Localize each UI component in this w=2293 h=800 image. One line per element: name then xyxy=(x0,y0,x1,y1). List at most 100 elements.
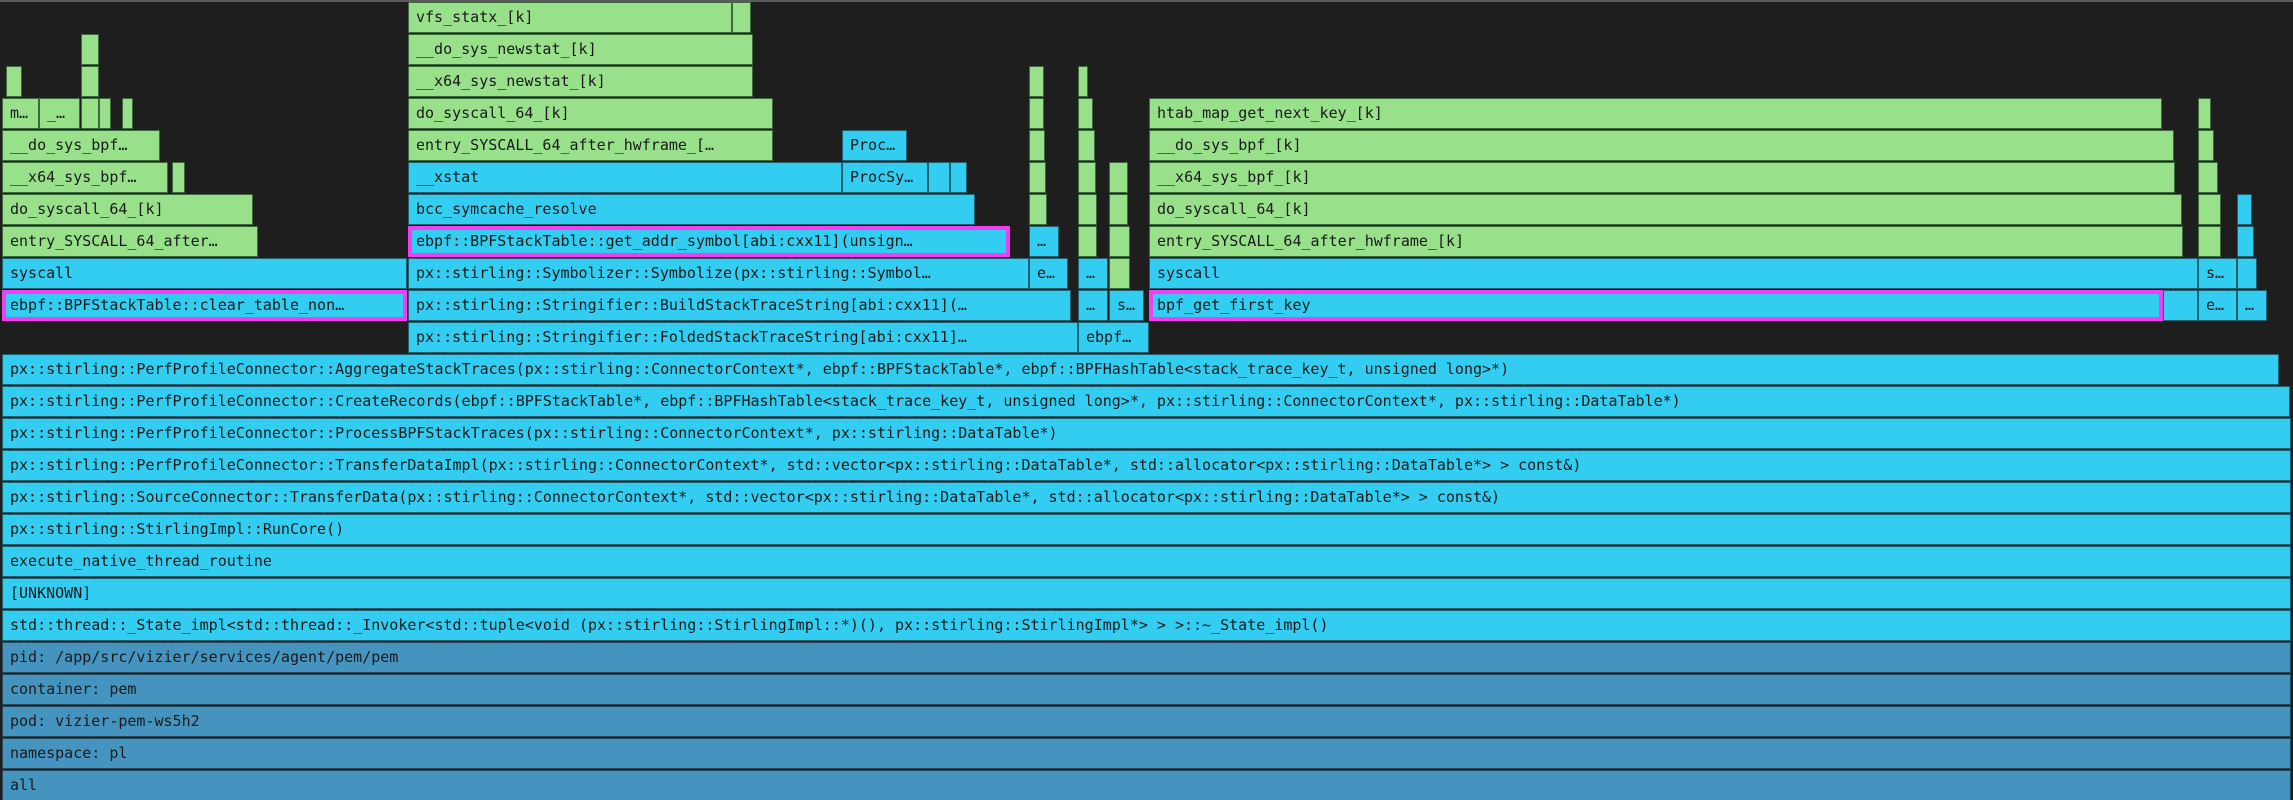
frame-label: px::stirling::Symbolizer::Symbolize(px::… xyxy=(416,264,931,282)
flame-frame[interactable] xyxy=(1029,130,1045,161)
flame-frame[interactable] xyxy=(2237,226,2254,257)
flame-frame[interactable]: … xyxy=(1078,290,1108,321)
flame-frame[interactable]: __xstat xyxy=(408,162,842,193)
flame-frame[interactable]: std::thread::_State_impl<std::thread::_I… xyxy=(2,610,2291,641)
flame-frame[interactable]: __do_sys_bpf… xyxy=(2,130,160,161)
flame-frame[interactable] xyxy=(1078,162,1096,193)
flame-frame[interactable] xyxy=(2198,162,2218,193)
flame-frame[interactable]: __do_sys_bpf_[k] xyxy=(1149,130,2174,161)
flame-frame[interactable]: px::stirling::PerfProfileConnector::Proc… xyxy=(2,418,2291,449)
flame-frame[interactable]: entry_SYSCALL_64_after_hwframe_[k] xyxy=(1149,226,2183,257)
flame-frame[interactable]: container: pem xyxy=(2,674,2291,705)
flame-frame[interactable] xyxy=(2198,98,2211,129)
flame-frame[interactable]: px::stirling::StirlingImpl::RunCore() xyxy=(2,514,2291,545)
flame-frame[interactable]: px::stirling::Stringifier::BuildStackTra… xyxy=(408,290,1071,321)
flame-frame[interactable]: __do_sys_newstat_[k] xyxy=(408,34,753,65)
flame-frame[interactable]: m… xyxy=(2,98,39,129)
flame-frame[interactable] xyxy=(1029,162,1046,193)
flame-frame[interactable]: __x64_sys_bpf_[k] xyxy=(1149,162,2175,193)
frame-label: e… xyxy=(2206,296,2225,314)
flame-frame[interactable]: ProcSy… xyxy=(842,162,928,193)
frame-label: all xyxy=(10,776,38,794)
flame-frame[interactable] xyxy=(732,2,751,33)
flame-frame[interactable] xyxy=(1029,98,1044,129)
flame-frame[interactable] xyxy=(1078,66,1088,97)
flame-frame[interactable]: do_syscall_64_[k] xyxy=(2,194,253,225)
flame-frame[interactable]: px::stirling::Symbolizer::Symbolize(px::… xyxy=(408,258,1029,289)
flame-frame[interactable] xyxy=(1078,98,1093,129)
flame-frame[interactable] xyxy=(6,66,22,97)
frame-label: bpf_get_first_key xyxy=(1157,296,1311,314)
flame-frame[interactable]: ebpf::BPFStackTable::get_addr_symbol[abi… xyxy=(408,226,1010,257)
flame-frame[interactable]: px::stirling::PerfProfileConnector::Crea… xyxy=(2,386,2290,417)
flame-frame[interactable]: px::stirling::Stringifier::FoldedStackTr… xyxy=(408,322,1078,353)
flame-frame[interactable]: ebpf… xyxy=(1078,322,1149,353)
frame-label: … xyxy=(1086,264,1096,282)
flame-frame[interactable]: __x64_sys_bpf… xyxy=(2,162,168,193)
flame-frame[interactable]: htab_map_get_next_key_[k] xyxy=(1149,98,2162,129)
flame-frame[interactable]: px::stirling::PerfProfileConnector::Aggr… xyxy=(2,354,2279,385)
flame-frame[interactable] xyxy=(2198,130,2214,161)
flame-frame[interactable] xyxy=(928,162,950,193)
flame-frame[interactable]: Proc… xyxy=(842,130,907,161)
flame-frame[interactable]: entry_SYSCALL_64_after… xyxy=(2,226,258,257)
flame-frame[interactable]: [UNKNOWN] xyxy=(2,578,2291,609)
flame-frame[interactable]: s… xyxy=(1109,290,1144,321)
flame-frame[interactable] xyxy=(2198,194,2221,225)
flame-frame[interactable]: __x64_sys_newstat_[k] xyxy=(408,66,753,97)
frame-label: … xyxy=(1086,296,1096,314)
flame-frame[interactable] xyxy=(172,162,185,193)
flame-frame[interactable]: e… xyxy=(2198,290,2237,321)
flame-frame[interactable] xyxy=(1078,194,1097,225)
flame-frame[interactable] xyxy=(1109,162,1128,193)
flame-frame[interactable] xyxy=(1109,194,1128,225)
flame-frame[interactable]: execute_native_thread_routine xyxy=(2,546,2291,577)
flame-frame[interactable]: ebpf::BPFStackTable::clear_table_non… xyxy=(2,290,407,321)
flame-frame[interactable] xyxy=(1109,258,1130,289)
frame-label: px::stirling::PerfProfileConnector::Crea… xyxy=(10,392,1681,410)
flame-frame[interactable]: pod: vizier-pem-ws5h2 xyxy=(2,706,2291,737)
flame-frame[interactable]: do_syscall_64_[k] xyxy=(1149,194,2182,225)
flame-frame[interactable]: … xyxy=(2237,290,2267,321)
flame-frame[interactable]: vfs_statx_[k] xyxy=(408,2,732,33)
flame-frame[interactable] xyxy=(81,34,99,65)
frame-label: syscall xyxy=(1157,264,1221,282)
flame-frame[interactable]: bpf_get_first_key xyxy=(1149,290,2163,321)
flame-frame[interactable]: bcc_symcache_resolve xyxy=(408,194,975,225)
flame-frame[interactable]: px::stirling::PerfProfileConnector::Tran… xyxy=(2,450,2291,481)
flame-frame[interactable]: px::stirling::SourceConnector::TransferD… xyxy=(2,482,2291,513)
flame-frame[interactable]: all xyxy=(2,770,2291,800)
flame-frame[interactable] xyxy=(122,98,133,129)
flame-frame[interactable] xyxy=(2163,290,2198,321)
flame-frame[interactable] xyxy=(81,98,99,129)
flame-frame[interactable] xyxy=(1029,66,1044,97)
flame-frame[interactable] xyxy=(1029,194,1047,225)
flame-frame[interactable]: namespace: pl xyxy=(2,738,2291,769)
flame-frame[interactable]: do_syscall_64_[k] xyxy=(408,98,773,129)
flame-frame[interactable]: _… xyxy=(39,98,80,129)
flame-frame[interactable]: entry_SYSCALL_64_after_hwframe_[… xyxy=(408,130,773,161)
flame-frame[interactable]: syscall xyxy=(1149,258,2198,289)
frame-label: pod: vizier-pem-ws5h2 xyxy=(10,712,200,730)
flame-frame[interactable] xyxy=(2237,194,2252,225)
flame-frame[interactable]: s… xyxy=(2198,258,2237,289)
flame-frame[interactable] xyxy=(1078,226,1097,257)
frame-label: s… xyxy=(1117,296,1136,314)
frame-label: m… xyxy=(10,104,29,122)
flame-frame[interactable] xyxy=(2198,226,2221,257)
flame-frame[interactable] xyxy=(81,66,99,97)
frame-label: ebpf::BPFStackTable::clear_table_non… xyxy=(10,296,345,314)
flame-frame[interactable] xyxy=(1109,226,1130,257)
flame-frame[interactable] xyxy=(2237,258,2257,289)
flame-frame[interactable]: … xyxy=(1029,226,1059,257)
flame-frame[interactable]: e… xyxy=(1029,258,1068,289)
flame-frame[interactable]: syscall xyxy=(2,258,407,289)
frame-label: … xyxy=(1037,232,1047,250)
flame-frame[interactable]: pid: /app/src/vizier/services/agent/pem/… xyxy=(2,642,2291,673)
flame-frame[interactable]: … xyxy=(1078,258,1108,289)
flame-frame[interactable] xyxy=(99,98,111,129)
flame-frame[interactable] xyxy=(1078,130,1095,161)
flame-frame[interactable] xyxy=(950,162,967,193)
frame-label: __x64_sys_bpf… xyxy=(10,168,137,186)
